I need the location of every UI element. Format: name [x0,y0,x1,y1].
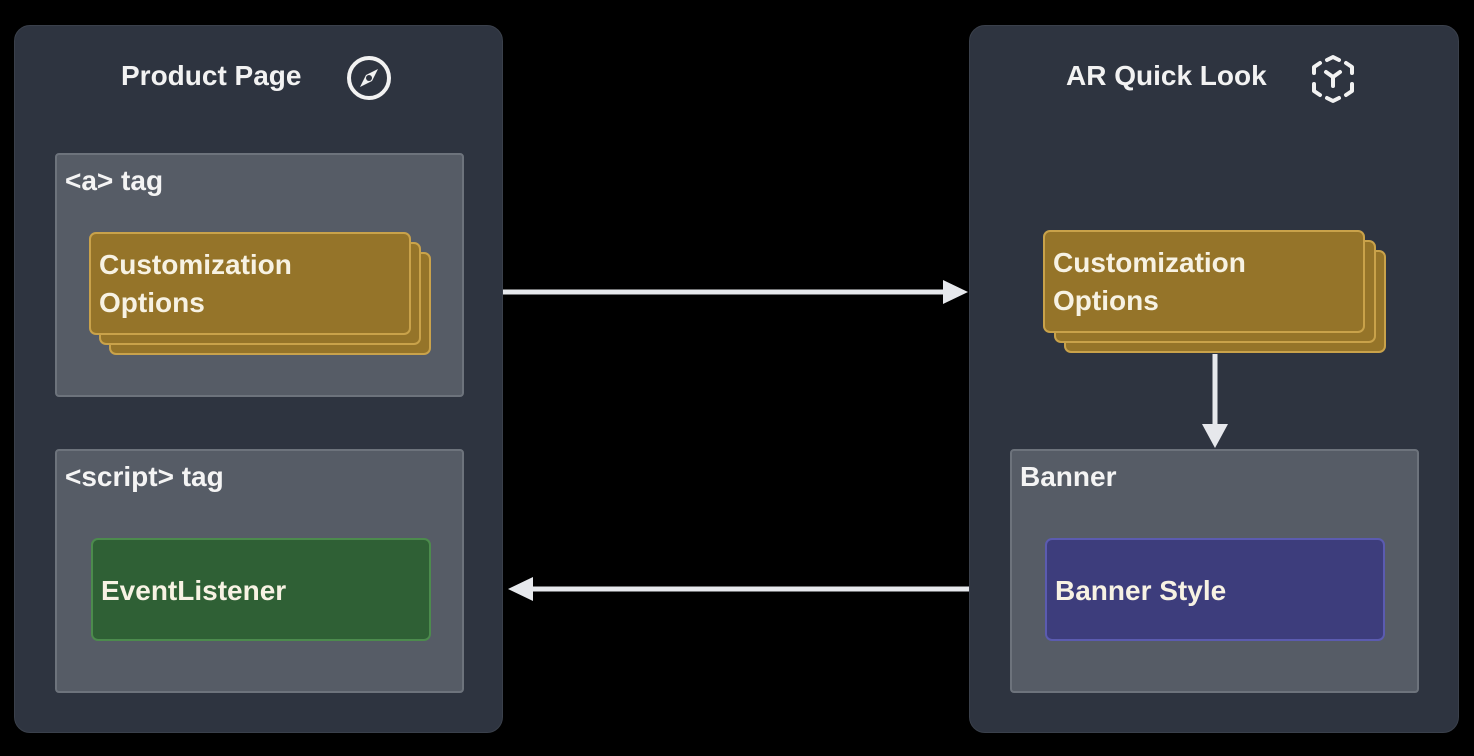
banner-label: Banner [1020,461,1117,492]
customization-options-card: Customization Options [89,232,411,335]
compass-icon [347,56,391,100]
event-listener-card: EventListener [91,538,431,641]
product-page-title: Product Page [121,60,302,91]
options-to-banner-arrow [1202,354,1228,448]
product-page-panel: Product Page <a> tag Customization Optio… [14,25,503,733]
banner-style-text: Banner Style [1055,575,1227,606]
ar-customization-options-card: Customization Options [1043,230,1365,333]
product-page-to-ar-arrow [503,280,968,304]
ar-customization-options-line1: Customization [1053,247,1246,278]
a-tag-box: <a> tag Customization Options [55,153,464,397]
script-tag-label: <script> tag [65,461,224,492]
ar-to-product-page-arrow [508,577,969,601]
customization-options-line2: Options [99,287,205,318]
banner-style-card: Banner Style [1045,538,1385,641]
a-tag-label: <a> tag [65,165,164,196]
ar-quick-look-title: AR Quick Look [1066,60,1267,91]
ar-customization-options-line2: Options [1053,285,1159,316]
customization-options-line1: Customization [99,249,292,280]
banner-box: Banner Banner Style [1010,449,1419,693]
ar-quick-look-panel: AR Quick Look Customization Options Bann… [969,25,1459,733]
event-listener-text: EventListener [101,575,287,606]
ar-cube-icon [1312,55,1354,103]
script-tag-box: <script> tag EventListener [55,449,464,693]
